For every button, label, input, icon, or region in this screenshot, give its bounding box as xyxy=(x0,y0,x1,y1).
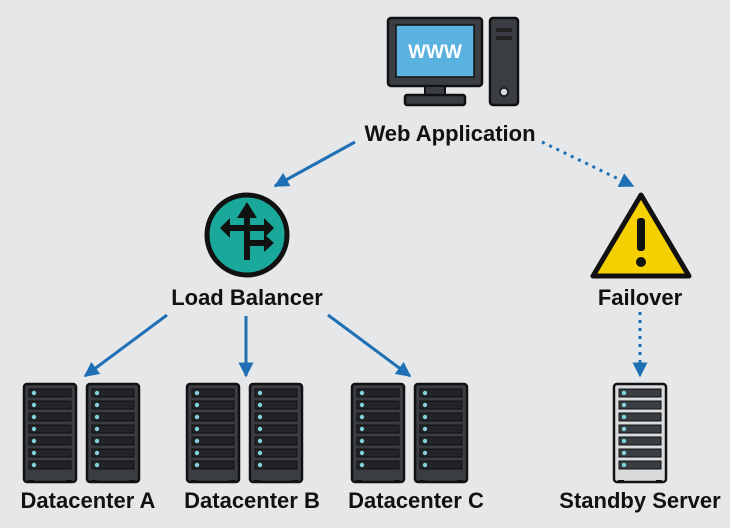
router-arrows-icon xyxy=(204,192,290,278)
web-application-label: Web Application xyxy=(364,121,535,146)
arrow-web-to-load-balancer xyxy=(273,140,356,188)
server-rack-icon xyxy=(350,382,406,485)
computer-monitor-icon: WWW xyxy=(386,16,520,107)
server-rack-icon xyxy=(185,382,241,485)
standby-server-icon xyxy=(612,382,668,484)
warning-triangle-icon xyxy=(590,192,692,279)
load-balancer-label: Load Balancer xyxy=(171,285,323,310)
arrow-web-to-failover xyxy=(541,140,635,188)
failover-label: Failover xyxy=(598,285,683,310)
connection-arrows xyxy=(83,140,648,378)
server-rack-icon xyxy=(413,382,469,485)
datacenter-a-servers xyxy=(22,382,141,485)
datacenter-c-servers xyxy=(350,382,469,485)
standby-server-label: Standby Server xyxy=(559,488,721,513)
screen-www-text: WWW xyxy=(408,42,462,63)
datacenter-b-label: Datacenter B xyxy=(184,488,320,513)
datacenter-a-label: Datacenter A xyxy=(21,488,156,513)
datacenter-c-label: Datacenter C xyxy=(348,488,484,513)
datacenter-b-servers xyxy=(185,382,304,485)
server-rack-icon xyxy=(248,382,304,485)
server-rack-icon xyxy=(85,382,141,485)
arrow-lb-to-datacenter-c xyxy=(327,313,412,378)
arrow-lb-to-datacenter-a xyxy=(83,313,168,378)
server-rack-icon xyxy=(22,382,78,485)
